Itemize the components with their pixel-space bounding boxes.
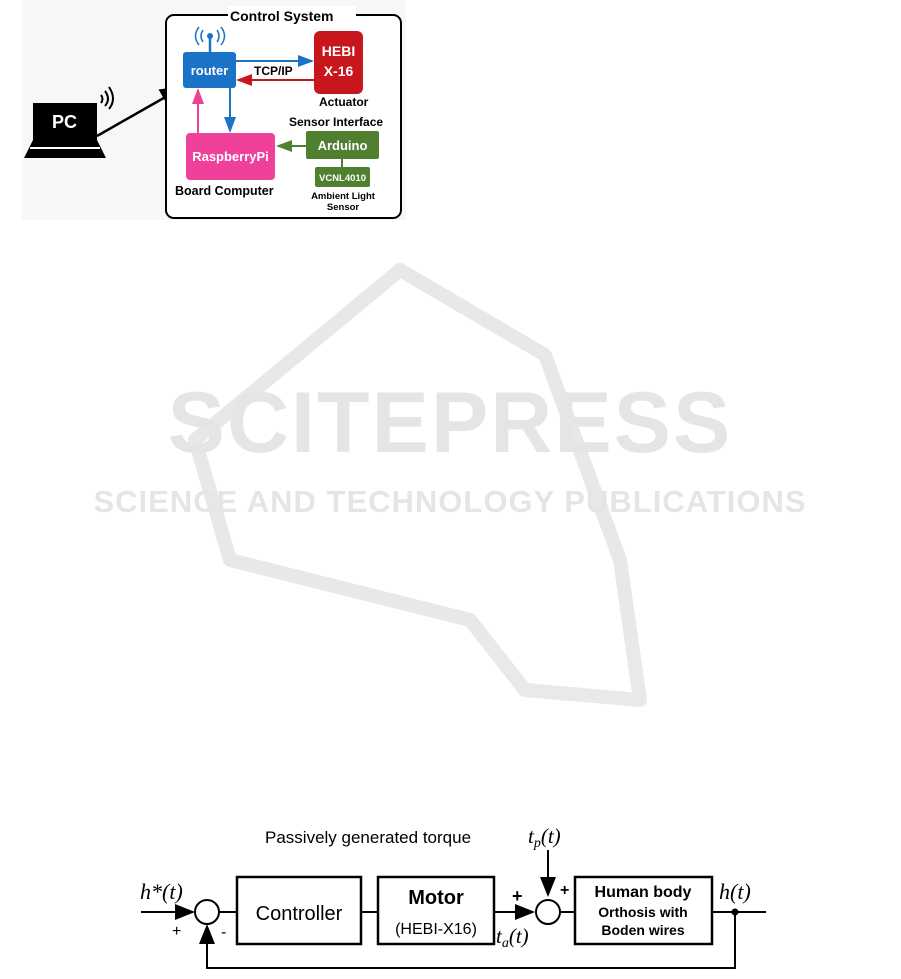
controller-label: Controller bbox=[256, 903, 343, 925]
wifi-icon bbox=[100, 86, 114, 110]
router-node bbox=[183, 52, 236, 88]
vcnl4010-label: VCNL4010 bbox=[319, 173, 366, 184]
book-logo-icon bbox=[188, 263, 647, 707]
actuator-line2: X-16 bbox=[324, 63, 354, 79]
ta-symbol: ta(t) bbox=[496, 924, 529, 951]
motor-block bbox=[376, 875, 496, 946]
minus-sign-feedback: - bbox=[221, 924, 226, 941]
controller-block bbox=[235, 875, 363, 946]
output-symbol: h(t) bbox=[719, 879, 751, 904]
protocol-label: TCP/IP bbox=[254, 64, 293, 78]
control-system-title: Control System bbox=[230, 8, 333, 24]
control-block-diagram: Passively generated torque tp(t) h*(t) +… bbox=[140, 824, 766, 969]
input-symbol: h*(t) bbox=[140, 879, 183, 904]
arduino-label: Arduino bbox=[318, 138, 368, 153]
actuator-node bbox=[314, 31, 363, 94]
human-body-line2: Orthosis with bbox=[598, 904, 687, 920]
ambient-caption-line1: Ambient Light bbox=[311, 191, 376, 202]
feedback-loop-arrow bbox=[199, 912, 736, 969]
summing-junction-2 bbox=[535, 899, 561, 925]
board-computer-caption: Board Computer bbox=[175, 184, 274, 198]
pc-laptop-icon: PC bbox=[24, 103, 106, 158]
plus-sign-ta: + bbox=[512, 886, 523, 906]
top-diagram: PC Control System router HEBI X-16 bbox=[22, 0, 406, 220]
plus-sign-input: + bbox=[172, 923, 181, 940]
passive-torque-label: Passively generated torque bbox=[265, 828, 471, 847]
plus-sign-tp: + bbox=[560, 882, 569, 899]
arduino-node bbox=[306, 131, 379, 159]
summing-junction-1 bbox=[194, 899, 220, 925]
router-antenna-icon bbox=[194, 26, 226, 52]
actuator-line1: HEBI bbox=[322, 43, 355, 59]
scitepress-watermark: SCITEPRESS SCIENCE AND TECHNOLOGY PUBLIC… bbox=[93, 263, 806, 707]
pc-label: PC bbox=[52, 112, 77, 132]
motor-label-line2: (HEBI-X16) bbox=[395, 921, 477, 938]
watermark-subtitle: SCIENCE AND TECHNOLOGY PUBLICATIONS bbox=[93, 484, 806, 519]
watermark-title: SCITEPRESS bbox=[168, 375, 733, 471]
vcnl4010-node bbox=[315, 167, 370, 187]
human-body-line3: Boden wires bbox=[601, 922, 684, 938]
motor-label-line1: Motor bbox=[408, 887, 464, 909]
actuator-caption: Actuator bbox=[319, 95, 369, 109]
router-label: router bbox=[191, 63, 229, 78]
raspberrypi-label: RaspberryPi bbox=[192, 149, 269, 164]
ambient-caption-line2: Sensor bbox=[327, 202, 360, 213]
raspberrypi-node bbox=[186, 133, 275, 180]
human-body-line1: Human body bbox=[595, 884, 692, 901]
human-body-block bbox=[573, 875, 714, 946]
tp-symbol: tp(t) bbox=[528, 824, 561, 851]
sensor-interface-caption: Sensor Interface bbox=[289, 115, 383, 129]
